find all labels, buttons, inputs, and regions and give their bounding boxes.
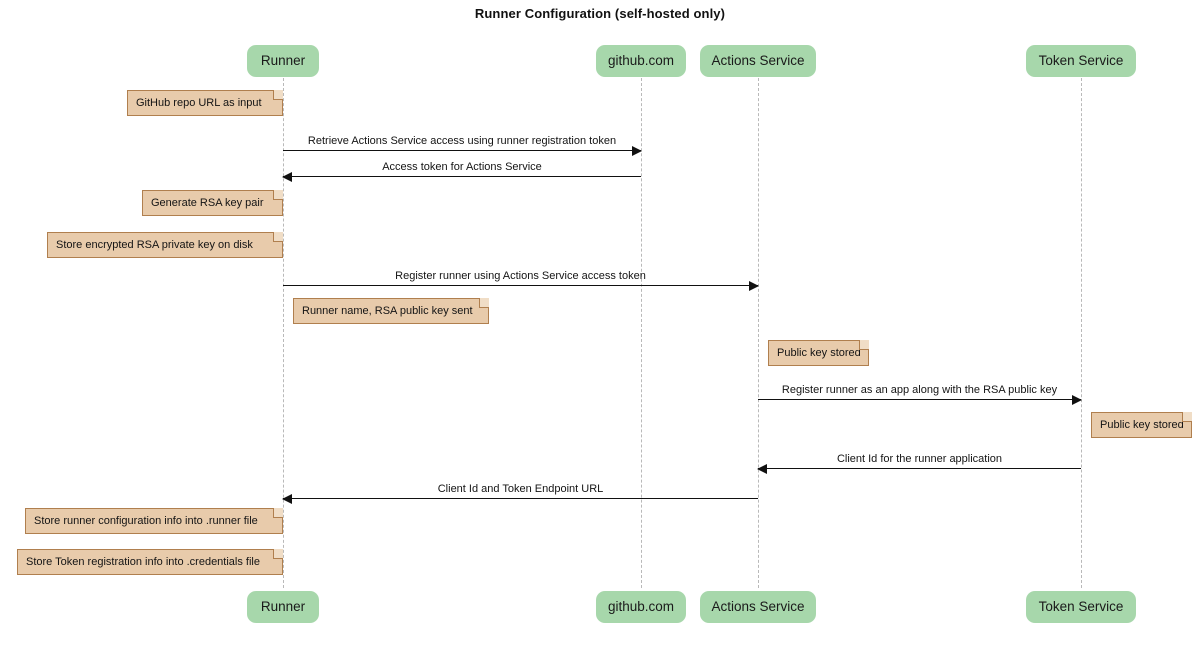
note-label: Store Token registration info into .cred…	[26, 556, 260, 568]
participant-label: Token Service	[1038, 53, 1124, 68]
participant-token-top[interactable]: Token Service	[1026, 45, 1136, 77]
participant-actions-top[interactable]: Actions Service	[700, 45, 816, 77]
note-label: Public key stored	[777, 347, 861, 359]
message-line	[758, 468, 1081, 469]
participant-label: Actions Service	[711, 599, 805, 614]
message-line	[283, 150, 641, 151]
lifeline-github	[641, 78, 642, 588]
note-runner-name-public-key: Runner name, RSA public key sent	[293, 298, 489, 324]
message-label: Register runner using Actions Service ac…	[395, 270, 646, 282]
arrowhead-icon	[632, 145, 642, 156]
note-public-key-stored-token: Public key stored	[1091, 412, 1192, 438]
note-fold-icon	[273, 508, 283, 518]
message-access-token: Access token for Actions Service	[282, 157, 641, 182]
note-label: Runner name, RSA public key sent	[302, 305, 473, 317]
diagram-title: Runner Configuration (self-hosted only)	[474, 6, 726, 21]
message-client-id: Client Id for the runner application	[757, 449, 1081, 474]
arrowhead-icon	[749, 280, 759, 291]
lifeline-actions	[758, 78, 759, 588]
participant-github-top[interactable]: github.com	[596, 45, 686, 77]
participant-token-bottom[interactable]: Token Service	[1026, 591, 1136, 623]
message-label: Client Id for the runner application	[836, 453, 1003, 465]
note-store-encrypted-private-key: Store encrypted RSA private key on disk	[47, 232, 283, 258]
message-line	[283, 176, 641, 177]
note-store-token-registration: Store Token registration info into .cred…	[17, 549, 283, 575]
note-generate-rsa-key-pair: Generate RSA key pair	[142, 190, 283, 216]
participant-runner-bottom[interactable]: Runner	[247, 591, 319, 623]
note-public-key-stored-actions: Public key stored	[768, 340, 869, 366]
note-fold-icon	[1182, 412, 1192, 422]
note-label: Generate RSA key pair	[151, 197, 264, 209]
participant-runner-top[interactable]: Runner	[247, 45, 319, 77]
note-fold-icon	[273, 232, 283, 242]
message-retrieve-actions-access: Retrieve Actions Service access using ru…	[283, 131, 642, 156]
note-fold-icon	[859, 340, 869, 350]
participant-label: github.com	[607, 599, 675, 614]
lifeline-runner	[283, 78, 284, 588]
note-label: GitHub repo URL as input	[136, 97, 262, 109]
message-line	[758, 399, 1081, 400]
message-line	[283, 498, 758, 499]
participant-label: github.com	[607, 53, 675, 68]
message-register-runner: Register runner using Actions Service ac…	[283, 266, 759, 291]
note-fold-icon	[273, 190, 283, 200]
arrowhead-icon	[757, 463, 767, 474]
participant-actions-bottom[interactable]: Actions Service	[700, 591, 816, 623]
message-label: Register runner as an app along with the…	[781, 384, 1058, 396]
participant-label: Runner	[260, 599, 306, 614]
message-label: Client Id and Token Endpoint URL	[437, 483, 604, 495]
note-store-runner-config: Store runner configuration info into .ru…	[25, 508, 283, 534]
arrowhead-icon	[1072, 394, 1082, 405]
note-fold-icon	[273, 90, 283, 100]
arrowhead-icon	[282, 171, 292, 182]
note-fold-icon	[479, 298, 489, 308]
arrowhead-icon	[282, 493, 292, 504]
participant-label: Runner	[260, 53, 306, 68]
note-label: Public key stored	[1100, 419, 1184, 431]
message-label: Access token for Actions Service	[382, 161, 542, 173]
message-line	[283, 285, 758, 286]
lifeline-token	[1081, 78, 1082, 588]
participant-label: Actions Service	[711, 53, 805, 68]
note-fold-icon	[273, 549, 283, 559]
participant-github-bottom[interactable]: github.com	[596, 591, 686, 623]
note-label: Store runner configuration info into .ru…	[34, 515, 258, 527]
participant-label: Token Service	[1038, 599, 1124, 614]
message-client-id-token-endpoint: Client Id and Token Endpoint URL	[282, 479, 758, 504]
message-label: Retrieve Actions Service access using ru…	[307, 135, 617, 147]
note-label: Store encrypted RSA private key on disk	[56, 239, 253, 251]
note-github-repo-url: GitHub repo URL as input	[127, 90, 283, 116]
message-register-runner-as-app: Register runner as an app along with the…	[758, 380, 1082, 405]
